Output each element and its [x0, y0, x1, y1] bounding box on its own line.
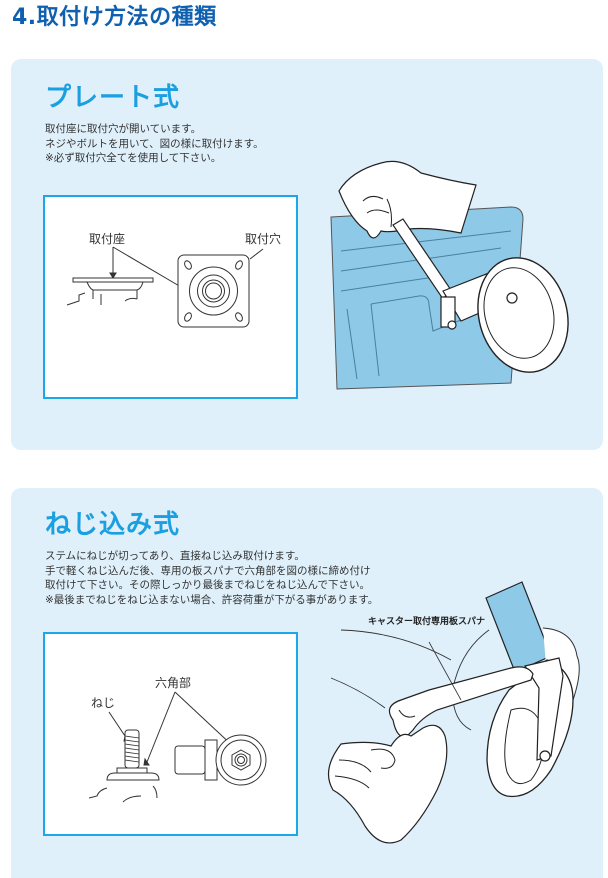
plate-caster-diagram — [66, 246, 264, 328]
description-line: ステムにねじが切ってあり、直接ねじ込み取付けます。 — [45, 550, 305, 562]
description-line: 取付けて下さい。その際しっかり最後までねじをねじ込んで下さい。 — [45, 579, 370, 591]
label-mounting-seat: 取付座 — [89, 232, 126, 246]
plate-diagram-box: 取付座 取付穴 — [43, 195, 298, 399]
label-mounting-hole: 取付穴 — [245, 232, 282, 246]
spanner-callout: キャスター取付専用板スパナ — [368, 617, 486, 627]
threaded-stem-caster-diagram — [88, 691, 267, 803]
label-hex-part: 六角部 — [155, 676, 192, 690]
threaded-stem-diagram-box: 六角部 ねじ — [43, 632, 298, 836]
description-line: 取付座に取付穴が開いています。 — [45, 123, 202, 135]
description-line: ※必ず取付穴全てを使用して下さい。 — [45, 152, 222, 164]
section-plate-type: プレート式 取付座に取付穴が開いています。 ネジやボルトを用いて、図の様に取付け… — [11, 59, 603, 450]
section-description: ステムにねじが切ってあり、直接ねじ込み取付けます。 手で軽くねじ込んだ後、専用の… — [45, 549, 378, 607]
description-line: ※最後までねじをねじ込まない場合、許容荷重が下がる事があります。 — [45, 593, 379, 606]
description-line: ネジやボルトを用いて、図の様に取付けます。 — [45, 137, 264, 150]
description-line: 手で軽くねじ込んだ後、専用の板スパナで六角部を図の様に締め付け — [45, 564, 371, 577]
page-title: 4.取付け方法の種類 — [12, 5, 217, 30]
threaded-mounting-illustration — [327, 581, 580, 844]
section-heading: ねじ込み式 — [45, 510, 181, 540]
plate-mounting-illustration — [330, 160, 569, 390]
section-description: 取付座に取付穴が開いています。 ネジやボルトを用いて、図の様に取付けます。 ※必… — [45, 122, 264, 166]
section-heading: プレート式 — [45, 83, 181, 113]
section-threaded-stem-type: ねじ込み式 ステムにねじが切ってあり、直接ねじ込み取付けます。 手で軽くねじ込ん… — [11, 488, 603, 878]
label-thread: ねじ — [91, 696, 116, 710]
